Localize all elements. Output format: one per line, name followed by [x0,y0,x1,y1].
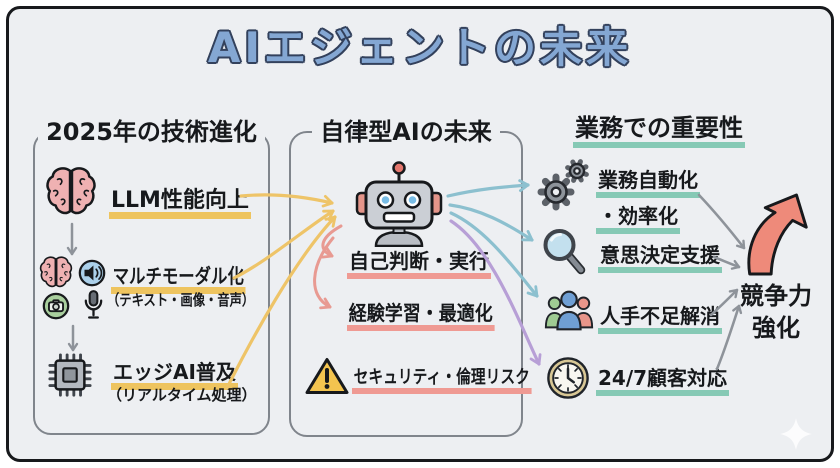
tech-item-label: マルチモーダル化 [111,260,246,294]
microphone-icon [82,289,105,322]
tech-item-label: エッジAI普及 [111,356,238,390]
business-item-label: 意思決定支援 [598,239,722,273]
outcome-competitive-strength: 競争力 強化 [728,190,824,350]
people-icon [542,288,596,334]
competitive-strength-label: 強化 [752,314,800,342]
brain-icon [39,255,73,289]
section-autonomous-ai: 自律型AIの未来 自己判断・実行 経験学習・最適化 セキュリティ・倫理リスク [289,112,532,437]
speaker-icon [77,258,107,288]
clock-icon [546,356,590,400]
autonomous-item-label: 経験学習・最適化 [347,297,495,331]
sparkle-icon [779,417,813,451]
gears-icon [536,158,592,214]
autonomous-header: 自律型AIの未来 [291,112,521,147]
autonomous-item-label: 自己判断・実行 [347,245,491,279]
competitive-strength-label: 競争力 [740,282,812,310]
section-tech-evolution: 2025年の技術進化 LLM性能向上 マルチモーダル化 （テキスト・画像・音声）… [33,112,270,435]
robot-icon [351,155,447,247]
chip-icon [47,352,93,398]
business-item-label: 人手不足解消 [598,300,722,334]
brain-icon [45,164,97,218]
magnifier-icon [540,226,588,278]
tech-item-label: LLM性能向上 [109,182,251,219]
business-item-label: 業務自動化 ・効率化 [596,164,700,234]
tech-header: 2025年の技術進化 [35,112,268,147]
tech-item-sub: （テキスト・画像・音声） [107,291,255,309]
business-header: 業務での重要性 [534,108,784,148]
growth-arrow-icon [738,192,816,278]
tech-item-sub: （リアルタイム処理） [107,386,257,404]
page-title: AIエジェントの未来 [207,23,633,72]
business-item-label: 24/7顧客対応 [596,362,730,396]
warning-icon [304,355,350,397]
camera-icon [41,291,71,321]
autonomous-item-label: セキュリティ・倫理リスク [352,363,532,394]
section-business-importance: 業務での重要性 業務自動化 ・効率化 意思決定支援 人手不足解消 24/7顧客対… [534,100,784,420]
